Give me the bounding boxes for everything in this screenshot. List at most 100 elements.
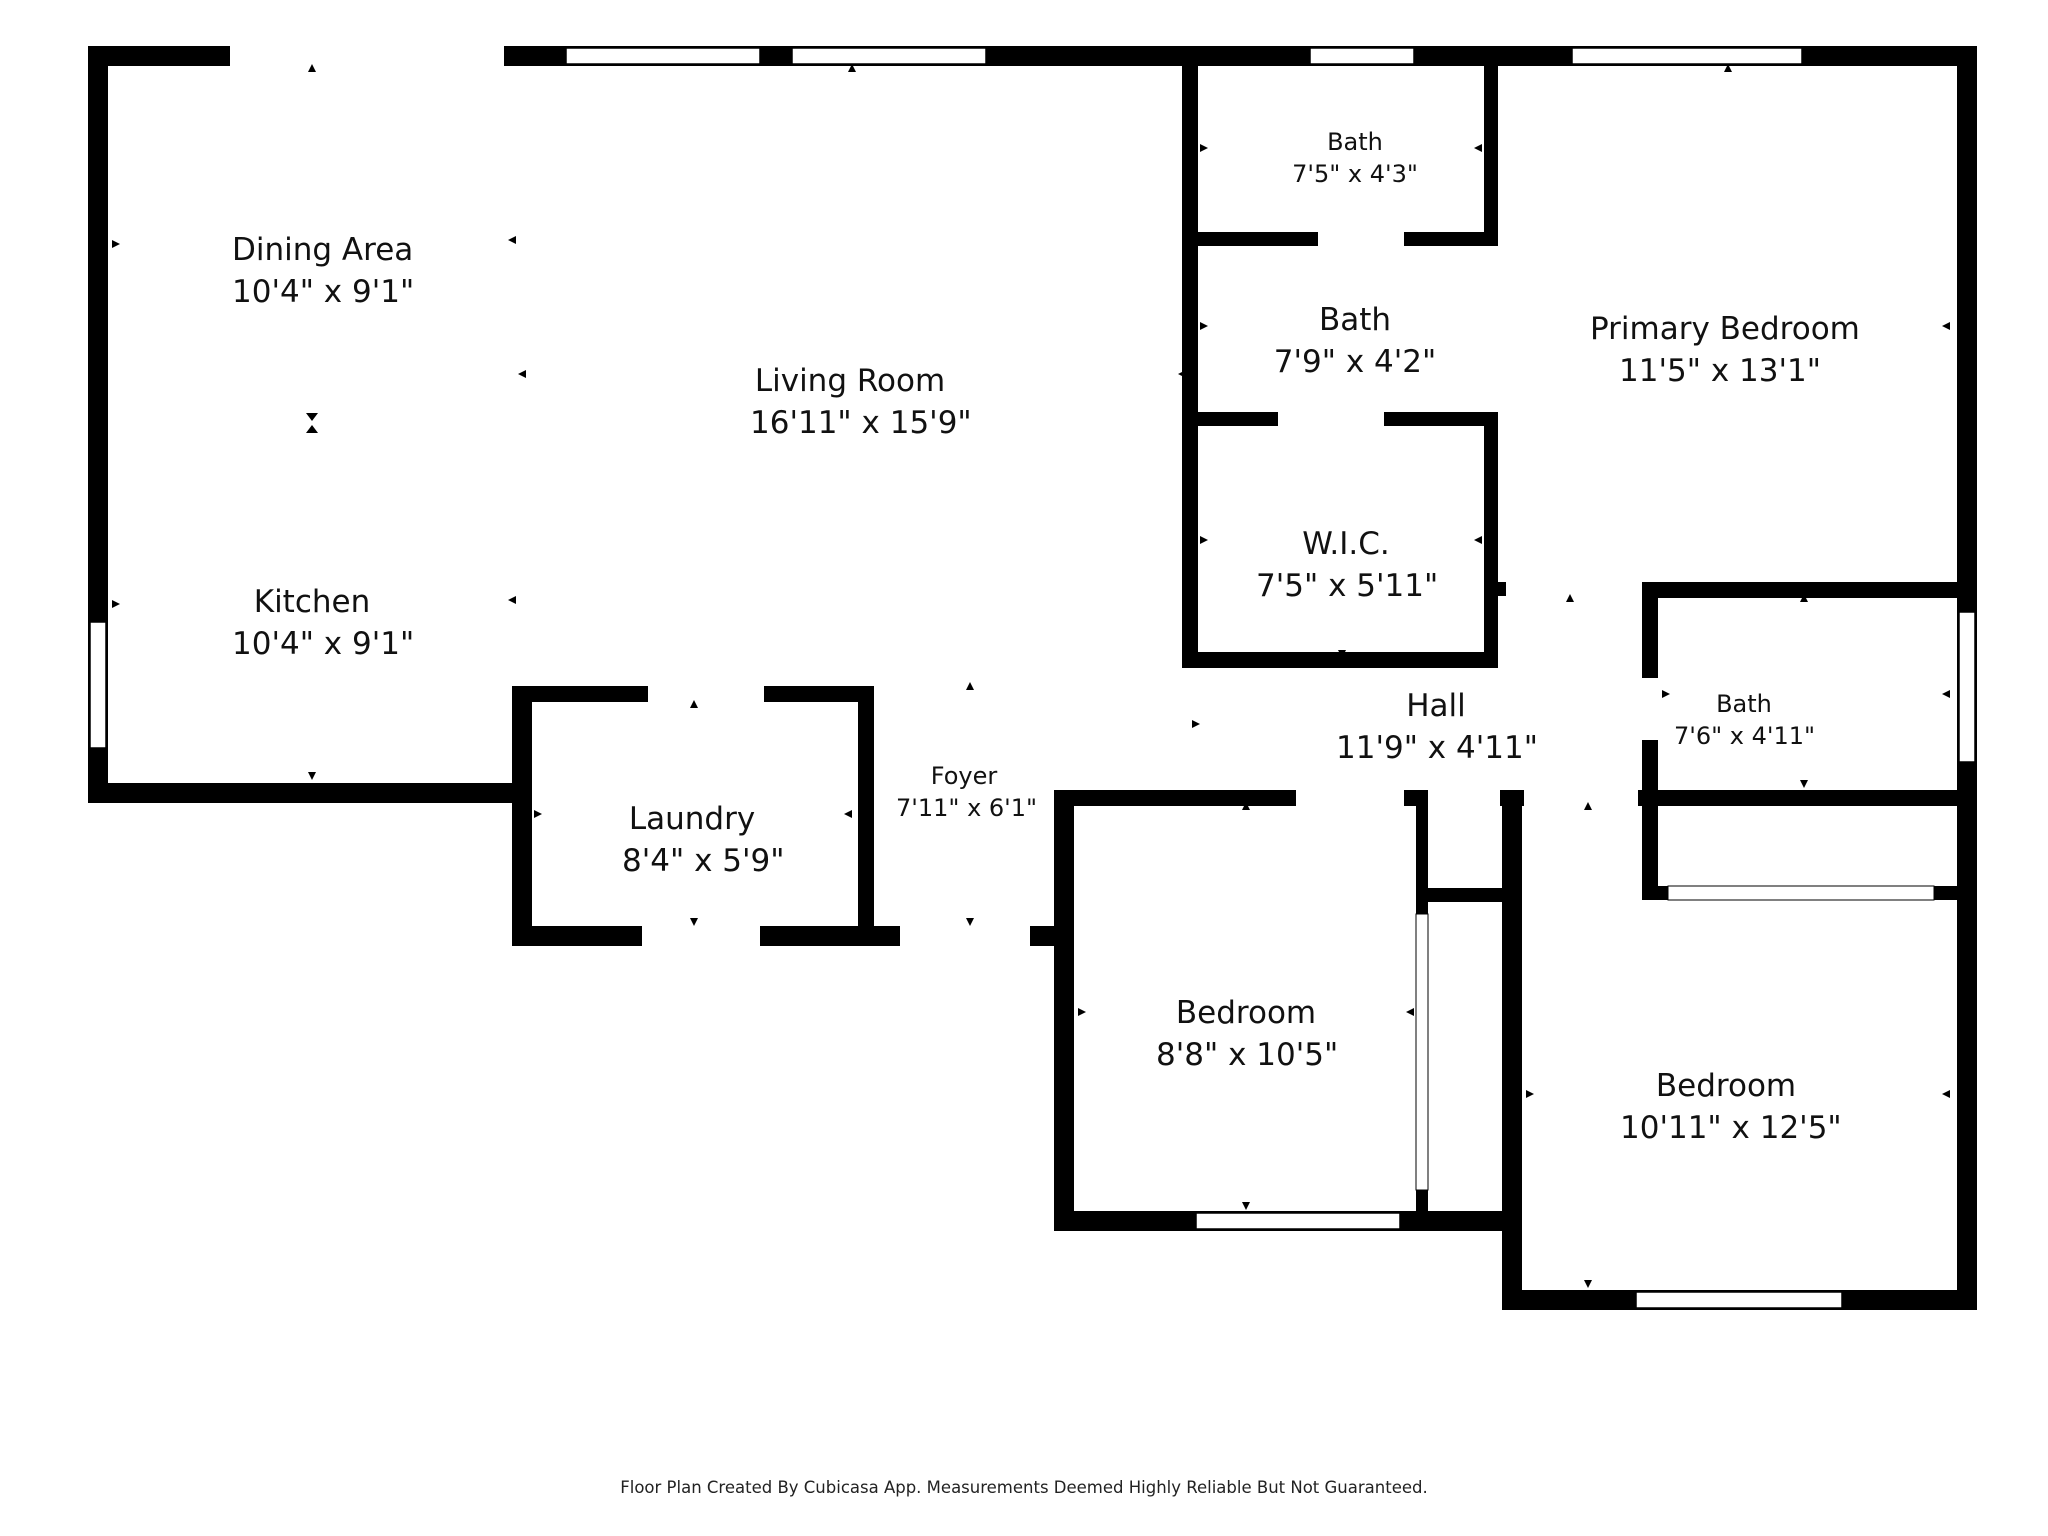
marker [308, 64, 316, 72]
wall-wic-bottom [1182, 652, 1498, 668]
marker [848, 64, 856, 72]
marker [1942, 690, 1950, 698]
window-top-bath [1309, 47, 1415, 65]
window-right-bath [1958, 611, 1976, 763]
room-dimensions: 10'4" x 9'1" [232, 625, 415, 662]
wall-closet-right [1502, 790, 1522, 1310]
marker [1724, 64, 1732, 72]
wall-bath-top-bottom-right [1404, 232, 1498, 246]
room-label-laundry: Laundry 8'4" x 5'9" [622, 799, 785, 883]
wall-bath-mid-bottom-right [1384, 412, 1498, 426]
wall-primary-left-top [1484, 46, 1498, 246]
wall-bedroom-center-right [1416, 790, 1428, 914]
marker [1662, 690, 1670, 698]
footer-disclaimer: Floor Plan Created By Cubicasa App. Meas… [620, 1478, 1428, 1497]
room-name: Bath [1318, 302, 1392, 338]
room-dimensions: 7'9" x 4'2" [1273, 343, 1437, 380]
marker [1566, 594, 1574, 602]
wall-bathcol-left [1182, 46, 1198, 668]
marker [1078, 1008, 1086, 1016]
opening-bath-top [1318, 232, 1404, 246]
room-dimensions: 7'11" x 6'1" [896, 794, 1038, 823]
marker [1942, 1090, 1950, 1098]
marker [690, 700, 698, 708]
room-name: Hall [1406, 688, 1466, 724]
room-dimensions: 8'8" x 10'5" [1156, 1036, 1339, 1073]
marker [308, 772, 316, 780]
marker [112, 600, 120, 608]
window-bedroom-right [1635, 1291, 1843, 1309]
wall-bath-right-left-lower [1642, 740, 1658, 794]
opening-laundry-bottom [642, 926, 760, 946]
window-top-1 [565, 47, 761, 65]
wall-bath-right-left [1642, 582, 1658, 678]
room-dimensions: 7'5" x 4'3" [1292, 160, 1418, 189]
marker [690, 918, 698, 926]
room-dimensions: 11'5" x 13'1" [1619, 352, 1821, 389]
room-name: Laundry [628, 801, 756, 837]
wall-bath-top-bottom-left [1182, 232, 1318, 246]
marker [1474, 144, 1482, 152]
marker [1406, 1008, 1414, 1016]
wall-laundry-right [858, 686, 874, 946]
opening-foyer-bottom [900, 926, 1030, 946]
marker [966, 682, 974, 690]
marker [112, 240, 120, 248]
marker [1584, 1280, 1592, 1288]
room-label-bath-right: Bath 7'6" x 4'11" [1674, 688, 1816, 753]
wall-primary-left-lower [1484, 582, 1506, 596]
wall-hall-stub-b [1500, 790, 1522, 806]
room-dimensions: 8'4" x 5'9" [622, 842, 785, 879]
openings [89, 46, 1976, 1309]
opening-primary-hall [1506, 582, 1636, 596]
wall-bedroom-center-right-lower [1416, 1190, 1428, 1214]
room-name: Kitchen [253, 584, 371, 620]
marker [1200, 144, 1208, 152]
marker [1242, 802, 1250, 810]
opening-bedroom-right [1524, 790, 1638, 806]
marker [1584, 802, 1592, 810]
window-top-primary [1571, 47, 1803, 65]
room-name: Bath [1716, 690, 1772, 718]
marker [1200, 322, 1208, 330]
room-label-hall: Hall 11'9" x 4'11" [1336, 686, 1538, 770]
wall-left [88, 46, 108, 803]
opening-primary-bath [1484, 246, 1498, 412]
opening-bath-right [1644, 678, 1656, 740]
wall-bath-right-bottom-stub-left [1642, 790, 1658, 900]
dimension-markers [112, 64, 1950, 1288]
room-name: Dining Area [232, 232, 414, 268]
room-name: W.I.C. [1302, 526, 1390, 562]
wall-bedroom-center-left [1054, 790, 1074, 1231]
room-dimensions: 7'5" x 5'11" [1256, 567, 1439, 604]
wall-primary-left-mid [1484, 412, 1498, 666]
room-dimensions: 16'11" x 15'9" [750, 404, 972, 441]
room-label-kitchen: Kitchen 10'4" x 9'1" [232, 582, 415, 666]
room-name: Primary Bedroom [1590, 311, 1860, 347]
wall-bath-right-closet-bottom-left [1642, 886, 1668, 900]
marker [306, 425, 318, 433]
room-name: Bath [1327, 128, 1383, 156]
room-dimensions: 11'9" x 4'11" [1336, 729, 1538, 766]
closet-door-bedroom-right [1667, 885, 1935, 901]
wall-hall-stub-a [1408, 790, 1428, 806]
wall-bath-right-closet-bottom-right [1934, 886, 1964, 900]
marker [1800, 780, 1808, 788]
wall-bath-mid-bottom-left [1182, 412, 1278, 426]
wall-primary-bottom [1642, 582, 1972, 596]
room-dimensions: 10'4" x 9'1" [232, 273, 415, 310]
marker [1178, 370, 1186, 378]
marker [534, 810, 542, 818]
marker [1200, 536, 1208, 544]
marker [1192, 720, 1200, 728]
room-dimensions: 7'6" x 4'11" [1674, 722, 1816, 751]
wall-closet-top [1416, 888, 1512, 902]
opening-hall-closet [1430, 790, 1500, 806]
room-name: Foyer [930, 762, 998, 790]
room-label-dining: Dining Area 10'4" x 9'1" [232, 230, 415, 314]
wall-kitchen-bottom [88, 783, 522, 803]
wall-top [88, 46, 1977, 66]
marker [1526, 1090, 1534, 1098]
marker [1800, 594, 1808, 602]
